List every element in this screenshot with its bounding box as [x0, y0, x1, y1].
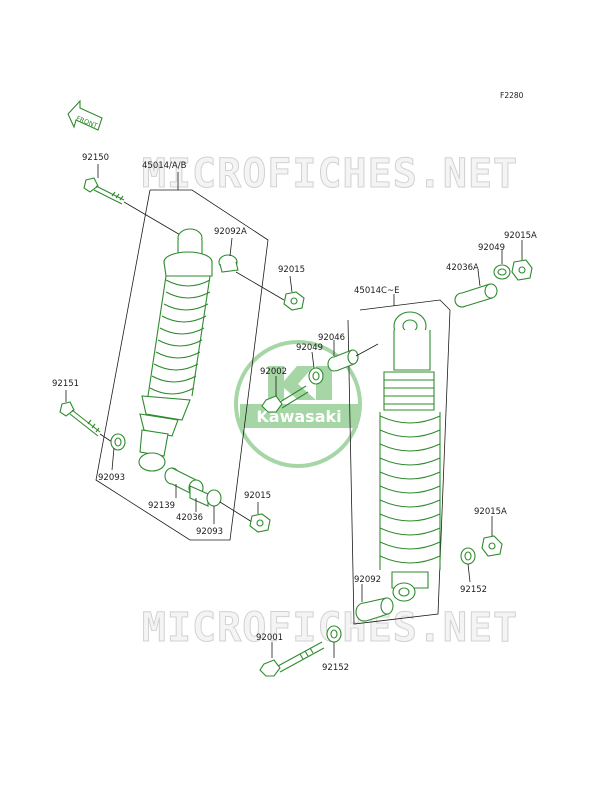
- bolt-92151: [59, 401, 101, 437]
- sleeve-42036-left: [189, 485, 209, 507]
- collar-92046: [327, 349, 359, 372]
- label-92152-right: 92152: [460, 585, 487, 595]
- label-42036a: 42036A: [446, 263, 479, 273]
- bushing-92092a: [218, 254, 239, 273]
- watermark-top: MICROFICHES.NET: [142, 151, 518, 197]
- label-92015a-bottom: 92015A: [474, 507, 507, 517]
- kawasaki-logo: Kawasaki: [234, 340, 362, 468]
- shock-left: [138, 228, 213, 472]
- label-45014: 45014/A/B: [142, 161, 187, 171]
- nut-92015a-bottom: [481, 535, 503, 557]
- label-92093-right: 92093: [196, 527, 223, 537]
- label-92049-mid: 92049: [296, 343, 323, 353]
- bracket-45014: [95, 189, 269, 541]
- bushing-92092: [355, 597, 394, 622]
- label-92015a-top: 92015A: [504, 231, 537, 241]
- label-92049-top: 92049: [478, 243, 505, 253]
- leader-lines: [65, 164, 523, 658]
- bolt-92150: [83, 177, 125, 205]
- label-92152-bottom: 92152: [322, 663, 349, 673]
- label-92015-top: 92015: [278, 265, 305, 275]
- bolt-92001: [259, 641, 325, 677]
- sleeve-42036a: [454, 283, 498, 308]
- washer-92093-right: [206, 489, 222, 507]
- label-92139: 92139: [148, 501, 175, 511]
- label-92002: 92002: [260, 367, 287, 377]
- label-92151: 92151: [52, 379, 79, 389]
- bracket-45014c: [347, 299, 451, 625]
- label-92092: 92092: [354, 575, 381, 585]
- label-92001: 92001: [256, 633, 283, 643]
- label-92150: 92150: [82, 153, 109, 163]
- front-arrow: FRONT: [67, 99, 103, 131]
- label-42036-left: 42036: [176, 513, 203, 523]
- label-92046: 92046: [318, 333, 345, 343]
- logo-text: Kawasaki: [256, 407, 341, 426]
- label-92015-bottom: 92015: [244, 491, 271, 501]
- label-92093-left: 92093: [98, 473, 125, 483]
- diagram-code: F2280: [500, 91, 524, 100]
- shock-right: [379, 311, 441, 602]
- label-92092a: 92092A: [214, 227, 247, 237]
- nut-92015a-top: [511, 259, 533, 281]
- label-45014c: 45014C~E: [354, 286, 399, 296]
